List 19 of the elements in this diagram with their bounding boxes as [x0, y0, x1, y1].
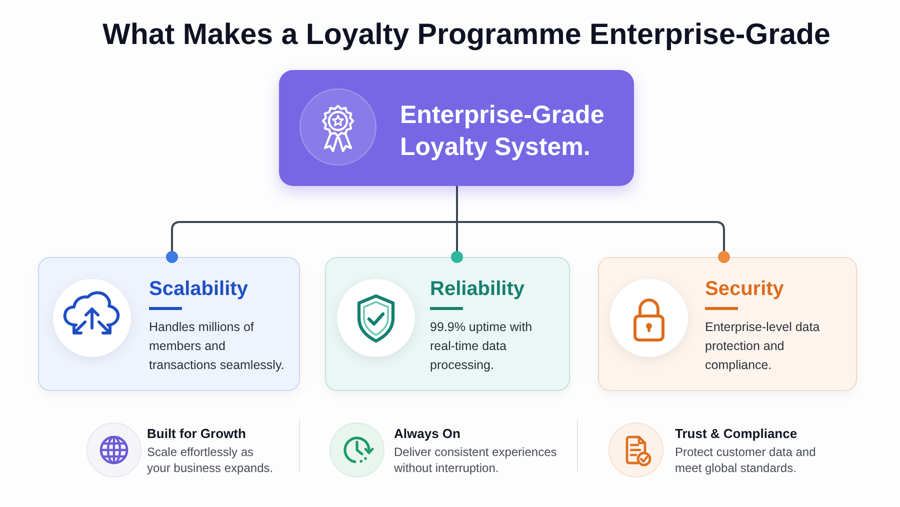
card-description: Enterprise-level data protection and compliance.	[705, 319, 821, 374]
feature-card	[325, 257, 570, 391]
system-title: Enterprise-Grade Loyalty System.	[400, 100, 606, 163]
feature-card	[38, 257, 300, 391]
feature-description: Scale effortlessly as your business expands.	[147, 444, 274, 476]
diagram-title: What Makes a Loyalty Programme Enterprise-Grade	[102, 17, 832, 53]
card-heading: Security	[705, 277, 784, 301]
system-box	[279, 70, 634, 186]
card-description: Handles millions of members and transactions seamlessly.	[149, 319, 286, 374]
card-heading: Scalability	[149, 277, 248, 301]
feature-description: Protect customer data and meet global standards.	[675, 444, 817, 476]
connector-line	[456, 186, 730, 263]
feature-heading: Built for Growth	[147, 426, 247, 442]
card-description: 99.9% uptime with real-time data processing.	[430, 319, 534, 374]
feature-description: Deliver consistent experiences without interruption.	[394, 444, 558, 476]
feature-heading: Always On	[394, 426, 462, 442]
feature-heading: Trust & Compliance	[675, 426, 798, 442]
feature-card	[598, 257, 857, 391]
card-heading: Reliability	[430, 277, 524, 301]
